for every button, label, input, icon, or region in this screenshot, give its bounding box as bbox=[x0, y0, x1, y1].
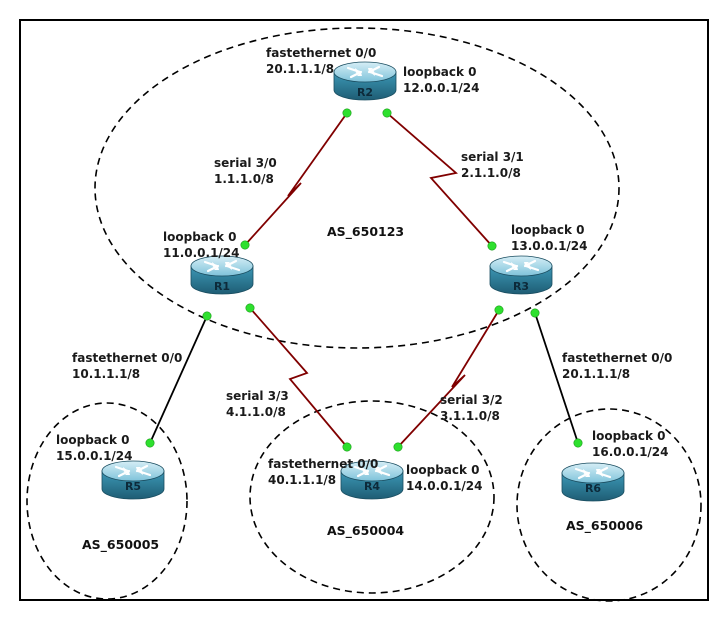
r4-loopback-label: loopback 0 bbox=[406, 463, 480, 477]
serial-3-1-label: serial 3/1 bbox=[461, 150, 524, 164]
port-dot bbox=[573, 438, 583, 448]
r2-fastethernet-address: 20.1.1.1/8 bbox=[266, 62, 334, 76]
diagram-frame bbox=[19, 19, 709, 601]
link-r3-r6-ethernet bbox=[534, 312, 579, 444]
router-r6[interactable]: R6 bbox=[560, 461, 626, 503]
as-boundary-middle bbox=[249, 400, 495, 594]
r4-fastethernet-label: fastethernet 0/0 bbox=[268, 457, 378, 471]
serial-3-0-label: serial 3/0 bbox=[214, 156, 277, 170]
serial-3-0-address: 1.1.1.0/8 bbox=[214, 172, 274, 186]
serial-3-1-address: 2.1.1.0/8 bbox=[461, 166, 521, 180]
router-r3[interactable]: R3 bbox=[488, 254, 554, 296]
port-dot bbox=[530, 308, 540, 318]
r1-loopback-address: 11.0.0.1/24 bbox=[163, 246, 240, 260]
r3-loopback-label: loopback 0 bbox=[511, 223, 585, 237]
as-label-left: AS_650005 bbox=[82, 537, 159, 553]
router-r2[interactable]: R2 bbox=[332, 60, 398, 102]
router-r5[interactable]: R5 bbox=[100, 459, 166, 501]
as-label-middle: AS_650004 bbox=[327, 523, 404, 539]
port-dot bbox=[240, 240, 250, 250]
port-dot bbox=[245, 303, 255, 313]
serial-3-3-label: serial 3/3 bbox=[226, 389, 289, 403]
serial-3-2-address: 3.1.1.0/8 bbox=[440, 409, 500, 423]
r1-loopback-label: loopback 0 bbox=[163, 230, 237, 244]
r5-loopback-label: loopback 0 bbox=[56, 433, 130, 447]
r2-loopback-address: 12.0.0.1/24 bbox=[403, 81, 480, 95]
router-r4[interactable]: R4 bbox=[339, 459, 405, 501]
as-label-right: AS_650006 bbox=[566, 518, 643, 534]
link-r1-r5-ethernet bbox=[149, 315, 208, 444]
router-label: R3 bbox=[513, 280, 529, 293]
as-boundary-main bbox=[94, 27, 620, 349]
port-dot bbox=[487, 241, 497, 251]
as-boundary-left bbox=[26, 402, 188, 600]
r2-fastethernet-label: fastethernet 0/0 bbox=[266, 46, 376, 60]
as-label-main: AS_650123 bbox=[327, 224, 404, 240]
port-dot bbox=[494, 305, 504, 315]
link-r2-r1-serial bbox=[244, 112, 348, 246]
link-r3-r4-serial bbox=[397, 309, 500, 448]
r2-loopback-label: loopback 0 bbox=[403, 65, 477, 79]
port-dot bbox=[382, 108, 392, 118]
link-r1-r4-serial bbox=[249, 307, 348, 448]
r1-fastethernet-address: 10.1.1.1/8 bbox=[72, 367, 140, 381]
port-dot bbox=[342, 442, 352, 452]
r3-fastethernet-label: fastethernet 0/0 bbox=[562, 351, 672, 365]
r4-fastethernet-address: 40.1.1.1/8 bbox=[268, 473, 336, 487]
router-label: R5 bbox=[125, 480, 141, 493]
r1-fastethernet-label: fastethernet 0/0 bbox=[72, 351, 182, 365]
as-boundary-right bbox=[516, 408, 702, 602]
port-dot bbox=[393, 442, 403, 452]
router-label: R1 bbox=[214, 280, 230, 293]
port-dot bbox=[202, 311, 212, 321]
r6-loopback-label: loopback 0 bbox=[592, 429, 666, 443]
serial-3-3-address: 4.1.1.0/8 bbox=[226, 405, 286, 419]
router-label: R4 bbox=[364, 480, 380, 493]
router-label: R2 bbox=[357, 86, 373, 99]
r5-loopback-address: 15.0.0.1/24 bbox=[56, 449, 133, 463]
router-r1[interactable]: R1 bbox=[189, 254, 255, 296]
link-r2-r3-serial bbox=[386, 112, 493, 247]
serial-3-2-label: serial 3/2 bbox=[440, 393, 503, 407]
router-label: R6 bbox=[585, 482, 601, 495]
r4-loopback-address: 14.0.0.1/24 bbox=[406, 479, 483, 493]
port-dot bbox=[342, 108, 352, 118]
r6-loopback-address: 16.0.0.1/24 bbox=[592, 445, 669, 459]
r3-fastethernet-address: 20.1.1.1/8 bbox=[562, 367, 630, 381]
r3-loopback-address: 13.0.0.1/24 bbox=[511, 239, 588, 253]
port-dot bbox=[145, 438, 155, 448]
